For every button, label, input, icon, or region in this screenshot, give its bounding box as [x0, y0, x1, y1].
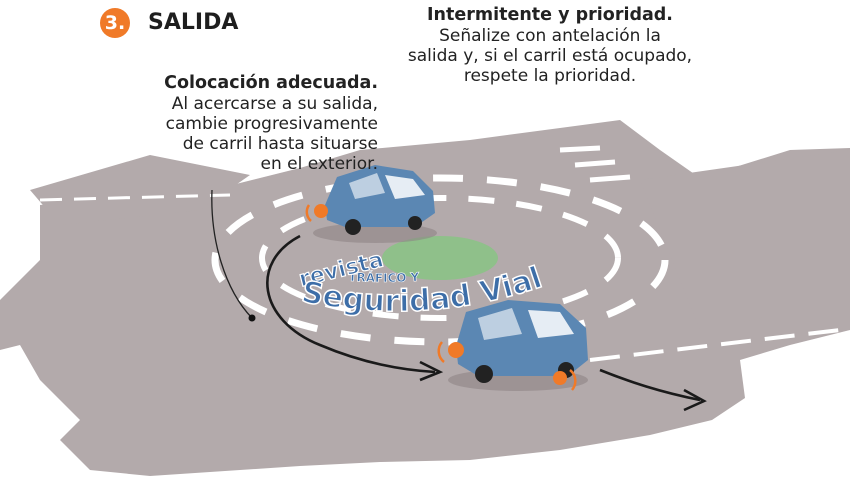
- car-side-window: [478, 308, 522, 340]
- car-exiting: [437, 300, 588, 391]
- left-annotation: Colocación adecuada. Al acercarse a su s…: [88, 72, 378, 174]
- inner-ring-dashes: [259, 195, 621, 321]
- crosswalk-top: [559, 145, 631, 183]
- wheel: [408, 216, 422, 230]
- wheel: [345, 219, 361, 235]
- left-annotation-line: en el exterior.: [260, 154, 378, 174]
- lane-markings: [39, 145, 841, 362]
- leader-line: [211, 189, 253, 319]
- left-annotation-line: de carril hasta situarse: [182, 134, 378, 154]
- right-annotation-line: respete la prioridad.: [463, 66, 637, 86]
- leader-dot: [248, 314, 256, 322]
- arrow-head-2: [683, 388, 707, 412]
- trajectory-curve: [266, 234, 436, 374]
- exit-trajectory: [599, 368, 701, 402]
- turn-signal: [314, 204, 328, 218]
- car-shadow: [313, 223, 437, 243]
- trajectory-arrows: [266, 234, 707, 412]
- right-annotation-line: salida y, si el carril está ocupado,: [407, 46, 693, 66]
- step-number-badge: 3.: [100, 8, 130, 38]
- right-annotation: Intermitente y prioridad. Señalize con a…: [350, 4, 750, 86]
- car-windshield: [528, 310, 574, 338]
- signal-flash: [305, 204, 312, 222]
- right-annotation-line: Señalize con antelación la: [439, 26, 661, 46]
- wheel: [475, 365, 493, 383]
- central-island: [382, 236, 498, 280]
- car-windshield: [385, 175, 425, 199]
- arrow-head-1: [419, 360, 444, 382]
- car-in-roundabout: [305, 165, 437, 243]
- left-annotation-line: cambie progresivamente: [165, 114, 378, 134]
- car-side-window: [349, 173, 385, 199]
- left-annotation-line: Al acercarse a su salida,: [171, 94, 378, 114]
- road-right-branch: [640, 150, 850, 330]
- road-top-left-branch: [30, 155, 250, 225]
- right-annotation-heading: Intermitente y prioridad.: [427, 5, 673, 25]
- step-title: SALIDA: [148, 10, 239, 35]
- signal-flash: [569, 369, 577, 391]
- watermark-small: TRÁFICO Y: [348, 270, 420, 285]
- signal-flash: [437, 341, 445, 363]
- turn-signal: [448, 342, 464, 358]
- turn-signal: [553, 371, 567, 385]
- outer-ring-dashes: [211, 174, 669, 346]
- left-annotation-heading: Colocación adecuada.: [164, 73, 378, 93]
